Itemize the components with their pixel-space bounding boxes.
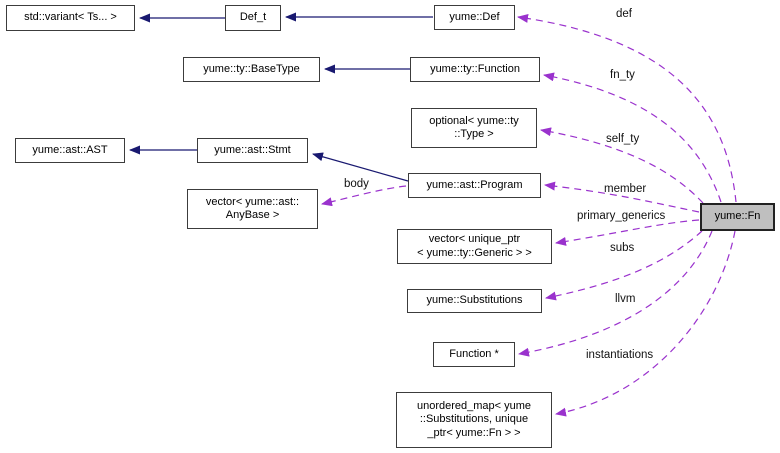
inheritance-edges [129,12,433,182]
edge-label-instantiations: instantiations [586,349,654,361]
node-function-ptr[interactable]: Function * [433,342,515,367]
node-yume-def[interactable]: yume::Def [434,5,515,30]
node-yume-ast-ast[interactable]: yume::ast::AST [15,138,125,163]
edge-label-subs: subs [610,242,635,254]
node-unordered-map[interactable]: unordered_map< yume ::Substitutions, uni… [396,392,552,448]
node-yume-fn-main: yume::Fn [700,203,775,231]
node-yume-ty-function[interactable]: yume::ty::Function [410,57,540,82]
edge-label-body: body [344,178,369,190]
edge-label-member: member [604,183,647,195]
node-def-t[interactable]: Def_t [225,5,281,31]
node-yume-substitutions[interactable]: yume::Substitutions [407,289,542,313]
usage-edges [321,13,737,417]
edge-label-fn-ty: fn_ty [610,69,635,81]
edge-label-self-ty: self_ty [606,133,640,145]
node-vector-unique-ptr-generic[interactable]: vector< unique_ptr < yume::ty::Generic >… [397,229,552,264]
edge-label-def: def [616,8,632,20]
edge-label-primary-generics: primary_generics [577,210,666,222]
node-yume-ty-basetype[interactable]: yume::ty::BaseType [183,57,320,82]
node-std-variant[interactable]: std::variant< Ts... > [6,5,135,31]
node-vector-anybase[interactable]: vector< yume::ast:: AnyBase > [187,189,318,229]
node-optional-yume-ty-type[interactable]: optional< yume::ty ::Type > [411,108,537,148]
edge-label-llvm: llvm [615,293,636,305]
node-yume-ast-stmt[interactable]: yume::ast::Stmt [197,138,308,163]
node-yume-ast-program[interactable]: yume::ast::Program [408,173,541,198]
